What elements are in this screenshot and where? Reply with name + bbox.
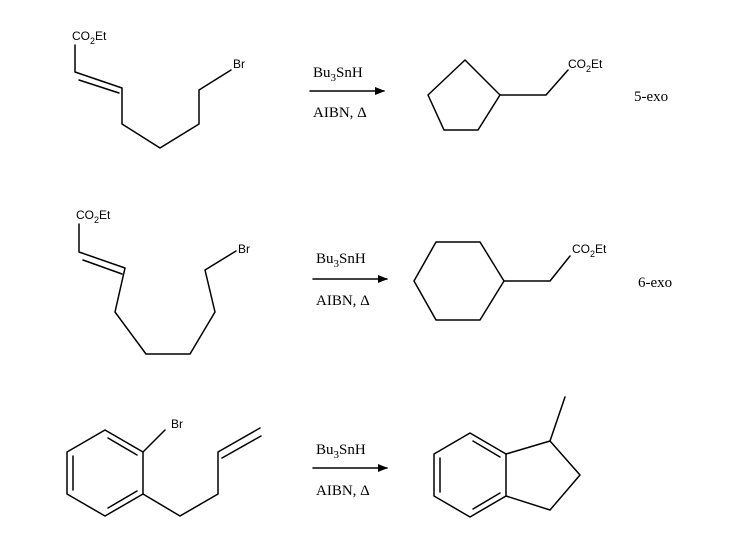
conditions-label-2: AIBN, Δ — [316, 293, 370, 309]
reagent-label-1: Bu3SnH — [313, 65, 363, 84]
conditions-label-3: AIBN, Δ — [316, 483, 370, 499]
alkene-second-bond-sm1 — [78, 79, 120, 94]
ester-label-p1: CO2Et — [568, 57, 603, 74]
c-br-bond — [142, 429, 166, 453]
reaction-3: Br Bu3SnH AIBN, Δ — [66, 396, 581, 518]
starting-material-3: Br — [66, 417, 262, 517]
aromatic-bond-p3-a — [472, 440, 501, 458]
reagent-label-3: Bu3SnH — [316, 442, 366, 461]
cyclization-mode-2: 6-exo — [638, 275, 672, 291]
ester-label-sm2: CO2Et — [76, 208, 111, 225]
ester-label-sm1: CO2Et — [72, 29, 107, 46]
reaction-arrow-group-2: Bu3SnH AIBN, Δ — [312, 251, 388, 309]
benzene-ring-p3 — [433, 432, 507, 518]
benzene-ring-sm3 — [66, 429, 144, 517]
ester-label-p2: CO2Et — [572, 242, 607, 259]
reaction-1: CO2Et Br Bu3SnH AIBN, Δ CO2Et 5-exo — [72, 29, 668, 149]
cyclopentane-ring — [427, 59, 501, 131]
cyclization-mode-1: 5-exo — [634, 89, 668, 105]
starting-material-2: CO2Et Br — [76, 208, 250, 355]
product-2: CO2Et — [413, 241, 607, 321]
chain-bonds-sm1 — [74, 44, 232, 149]
alkene-second-bond-sm2 — [82, 259, 123, 275]
butenyl-chain — [142, 427, 261, 517]
side-chain-p1 — [499, 69, 569, 96]
reaction-2: CO2Et Br Bu3SnH AIBN, Δ CO2Et 6-exo — [76, 208, 672, 355]
reaction-arrow-group-3: Bu3SnH AIBN, Δ — [312, 442, 388, 499]
reagent-label-2: Bu3SnH — [316, 251, 366, 270]
starting-material-1: CO2Et Br — [72, 29, 245, 149]
aromatic-bond-a — [107, 437, 138, 456]
bromine-label-sm2: Br — [238, 242, 250, 256]
cyclohexane-ring — [413, 241, 505, 321]
terminal-alkene-second-bond — [221, 435, 262, 459]
aromatic-bond-b — [107, 490, 138, 509]
reaction-arrow-group-1: Bu3SnH AIBN, Δ — [309, 65, 385, 121]
bromine-label-sm3: Br — [171, 417, 183, 431]
methyl-substituent — [549, 396, 566, 442]
side-chain-p2 — [503, 255, 571, 282]
conditions-label-1: AIBN, Δ — [313, 105, 367, 121]
cyclopentane-fused-ring — [505, 440, 581, 511]
chain-bonds-sm2 — [78, 223, 237, 355]
bromine-label-sm1: Br — [233, 57, 245, 71]
product-3 — [433, 396, 581, 518]
aromatic-bond-p3-b — [472, 492, 501, 510]
product-1: CO2Et — [427, 57, 603, 131]
